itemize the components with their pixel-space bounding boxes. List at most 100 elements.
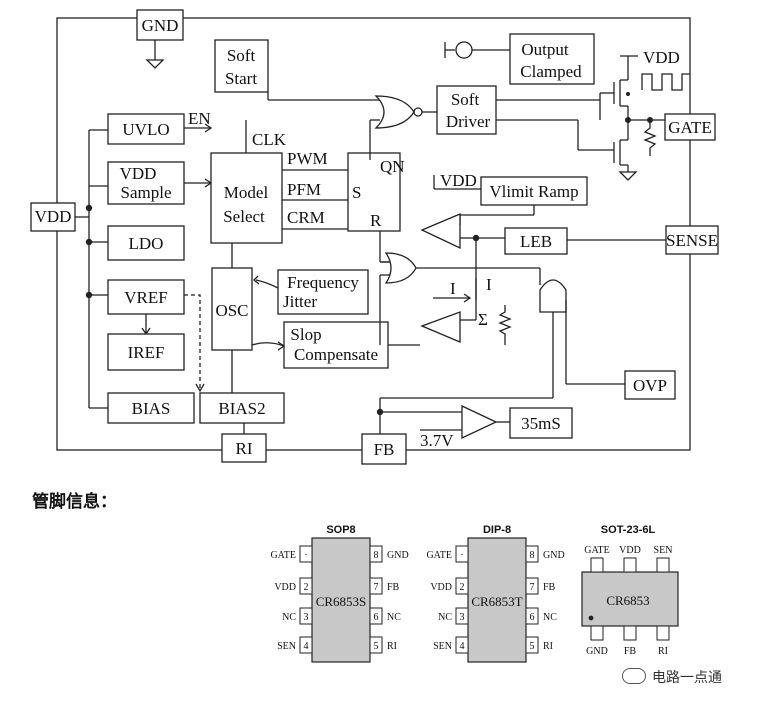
pin-label: GATE xyxy=(270,550,296,561)
svg-text:VDD: VDD xyxy=(643,48,680,67)
pin-number: 2 xyxy=(304,582,309,593)
svg-text:35mS: 35mS xyxy=(521,414,561,433)
pin-vdd: VDD xyxy=(30,202,76,232)
pin-box xyxy=(455,607,469,625)
pin-box xyxy=(299,545,313,563)
block-vdd-sample: VDD Sample xyxy=(107,161,185,205)
svg-text:FB: FB xyxy=(374,440,395,459)
pin-box xyxy=(525,607,539,625)
block-iref: IREF xyxy=(107,333,185,371)
svg-text:VDD: VDD xyxy=(440,171,477,190)
pin-number: 4 xyxy=(304,641,309,652)
pin-box xyxy=(590,625,604,641)
svg-text:Soft: Soft xyxy=(227,46,256,65)
pin-label: SEN xyxy=(277,641,296,652)
block-soft-driver: Soft Driver xyxy=(436,85,497,135)
pin-number: 4 xyxy=(460,641,465,652)
svg-text:RI: RI xyxy=(236,439,253,458)
pin-number: 3 xyxy=(304,612,309,623)
pin-box xyxy=(656,625,670,641)
pin-number: · xyxy=(304,550,307,561)
pin-box xyxy=(455,545,469,563)
gate-waveform-icon xyxy=(641,73,690,91)
watermark-text: 电路一点通 xyxy=(652,670,722,686)
svg-text:SENSE: SENSE xyxy=(666,231,718,250)
svg-text:BIAS: BIAS xyxy=(132,399,171,418)
block-35ms-timer: 35mS xyxy=(509,407,573,439)
block-vref: VREF xyxy=(107,279,185,315)
pin-gate: GATE xyxy=(664,113,716,141)
pin-label: GND xyxy=(586,646,608,657)
svg-text:CLK: CLK xyxy=(252,130,287,149)
pin-label: GATE xyxy=(426,550,452,561)
block-frequency-jitter: Frequency Jitter xyxy=(277,269,369,315)
svg-text:S: S xyxy=(352,183,361,202)
pin-label: NC xyxy=(387,612,401,623)
pin-box xyxy=(525,577,539,595)
block-ovp: OVP xyxy=(624,370,676,400)
svg-text:Vlimit Ramp: Vlimit Ramp xyxy=(489,182,578,201)
svg-text:GATE: GATE xyxy=(668,118,711,137)
svg-text:SOP8: SOP8 xyxy=(326,524,355,536)
pin-label: FB xyxy=(543,582,556,593)
output-mosfet-icon xyxy=(578,56,665,181)
pin-label: NC xyxy=(438,612,452,623)
pin-number: 7 xyxy=(374,582,379,593)
pin-box xyxy=(369,607,383,625)
pin-box xyxy=(299,636,313,654)
block-sr-latch: QN S R xyxy=(347,152,405,232)
block-osc: OSC xyxy=(211,267,253,351)
pin-number: 6 xyxy=(374,612,379,623)
svg-text:PFM: PFM xyxy=(287,180,321,199)
comparator-lower-icon xyxy=(420,311,461,343)
pin-box xyxy=(525,636,539,654)
pin-box xyxy=(656,557,670,573)
pin-number: 7 xyxy=(530,582,535,593)
svg-text:Clamped: Clamped xyxy=(520,62,582,81)
pin-label: GND xyxy=(387,550,409,561)
nor-gate-icon xyxy=(374,95,415,129)
pin-label: RI xyxy=(543,641,553,652)
pin-number: · xyxy=(460,550,463,561)
svg-text:IREF: IREF xyxy=(128,343,165,362)
watermark: 电路一点通 xyxy=(622,667,722,687)
block-uvlo: UVLO xyxy=(107,113,185,145)
svg-text:Jitter: Jitter xyxy=(283,292,317,311)
pin-box xyxy=(590,557,604,573)
pin-label: NC xyxy=(543,612,557,623)
block-vlimit-ramp: Vlimit Ramp xyxy=(480,176,588,206)
pin-box xyxy=(455,577,469,595)
pin-label: NC xyxy=(282,612,296,623)
pin-number: 2 xyxy=(460,582,465,593)
svg-text:CR6853S: CR6853S xyxy=(316,594,367,609)
pin-label: FB xyxy=(387,582,400,593)
block-slop-compensate: Slop Compensate xyxy=(283,321,389,369)
pin-box xyxy=(369,545,383,563)
svg-text:3.7V: 3.7V xyxy=(420,431,454,450)
pin-number: 8 xyxy=(374,550,379,561)
block-soft-start: Soft Start xyxy=(214,39,269,93)
block-output-clamped: Output Clamped xyxy=(509,33,595,85)
svg-text:Output: Output xyxy=(521,40,569,59)
svg-text:Select: Select xyxy=(223,207,265,226)
pin-box xyxy=(525,545,539,563)
pin-label: FB xyxy=(624,646,637,657)
svg-text:Sample: Sample xyxy=(121,183,172,202)
zener-clamp-icon xyxy=(444,41,510,59)
block-leb: LEB xyxy=(504,227,568,255)
svg-text:Model: Model xyxy=(224,183,269,202)
pin-number: 5 xyxy=(374,641,379,652)
svg-text:PWM: PWM xyxy=(287,149,328,168)
pin-label: GATE xyxy=(584,545,610,556)
pin-box xyxy=(299,607,313,625)
svg-text:Start: Start xyxy=(225,69,257,88)
svg-text:CR6853: CR6853 xyxy=(606,593,649,608)
pin-label: SEN xyxy=(433,641,452,652)
or-gate-icon xyxy=(384,252,417,284)
comparator-fb-icon xyxy=(461,404,498,440)
pin-box xyxy=(369,577,383,595)
svg-text:Σ: Σ xyxy=(478,310,488,329)
pin-label: VDD xyxy=(430,582,452,593)
svg-text:UVLO: UVLO xyxy=(122,120,169,139)
